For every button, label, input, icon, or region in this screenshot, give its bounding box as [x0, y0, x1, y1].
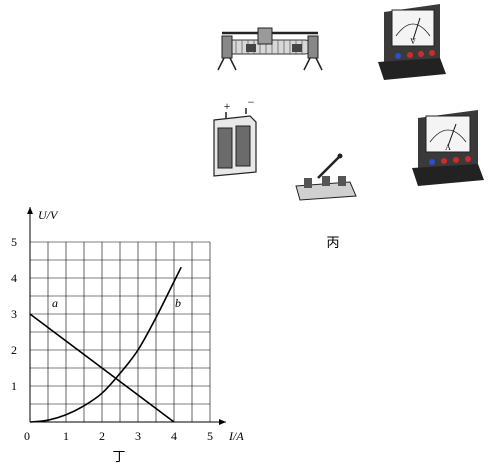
series-line-b	[29, 266, 182, 423]
figure-bing-label: 丙	[326, 236, 339, 251]
y-tick-label: 1	[11, 379, 17, 393]
voltmeter-icon: V	[378, 4, 446, 80]
y-tick-label: 5	[11, 235, 17, 249]
y-axis-label: U/V	[38, 208, 59, 222]
y-axis-arrow	[27, 207, 33, 214]
x-axis-label: I/A	[228, 429, 244, 443]
chart-axes	[27, 207, 226, 425]
x-tick-label: 3	[135, 429, 141, 443]
figure-ding-label: 丁	[112, 450, 125, 465]
x-tick-label: 2	[99, 429, 105, 443]
y-tick-label: 3	[11, 307, 17, 321]
battery-minus-label: −	[248, 95, 255, 109]
chart-series	[29, 266, 182, 423]
battery-icon: + −	[213, 95, 257, 177]
y-tick-label: 4	[11, 271, 17, 285]
origin-label: 0	[24, 429, 30, 443]
x-tick-label: 5	[207, 429, 213, 443]
y-tick-label: 2	[11, 343, 17, 357]
switch-icon	[295, 153, 357, 201]
svg-text:A: A	[445, 143, 451, 152]
x-tick-label: 4	[171, 429, 177, 443]
ammeter-icon: A	[412, 110, 484, 186]
series-line-a	[29, 313, 175, 423]
x-tick-label: 1	[63, 429, 69, 443]
series-b-label: b	[175, 296, 181, 310]
svg-text:V: V	[410, 37, 416, 46]
chart-grid	[30, 241, 211, 422]
x-axis-arrow	[219, 419, 226, 425]
series-a-label: a	[52, 296, 58, 310]
battery-plus-label: +	[224, 99, 231, 113]
rheostat-icon	[217, 27, 323, 71]
chart-ticks: 1 2 3 4 5 1 2 3 4 5	[11, 235, 213, 443]
ui-chart: 1 2 3 4 5 1 2 3 4 5 I/A U/V 0 a b	[11, 207, 244, 443]
